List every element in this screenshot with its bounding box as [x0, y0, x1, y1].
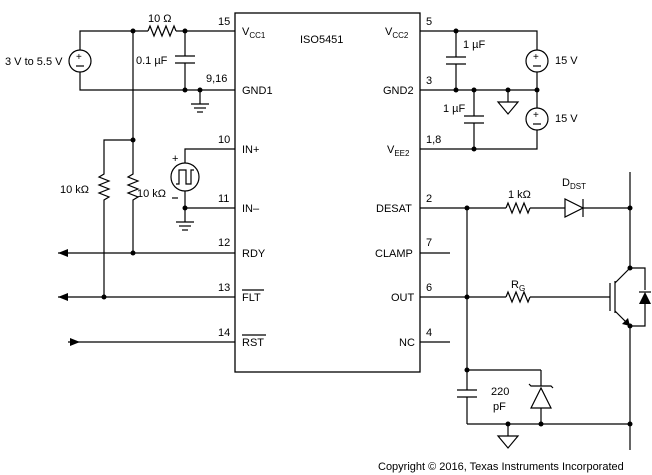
pulse-source-icon [170, 162, 200, 192]
junction [130, 250, 136, 256]
pin-label-gnd1: GND1 [242, 85, 273, 97]
pin-label-inn: IN– [242, 203, 260, 215]
pin-num-gnd1: 9,16 [206, 73, 227, 85]
zener-diode-icon [530, 386, 552, 409]
c-vcc1-label: 0.1 µF [136, 55, 168, 67]
dc-source-plus: + [76, 52, 82, 63]
junction [182, 28, 188, 34]
junction [182, 87, 188, 93]
dc-source-vcc2-plus: + [533, 52, 539, 63]
junction [453, 87, 459, 93]
c-desat-label-2: pF [493, 401, 506, 413]
pin-num-rdy: 12 [218, 237, 230, 249]
supply-left-label: 3 V to 5.5 V [5, 56, 63, 68]
rdy-arrow-icon [58, 249, 68, 257]
pin-num-vcc2: 5 [426, 16, 432, 28]
pin-num-vee2: 1,8 [426, 134, 441, 146]
pin-num-desat: 2 [426, 193, 432, 205]
junction [627, 265, 633, 271]
copyright-text: Copyright © 2016, Texas Instruments Inco… [378, 461, 624, 473]
r-pullup-2-label: 10 kΩ [137, 188, 166, 200]
ic-body [234, 12, 421, 373]
pin-label-vcc2: VCC2 [385, 26, 409, 40]
vcc2-rail [450, 30, 538, 50]
junction [627, 421, 633, 427]
pin-num-nc: 4 [426, 327, 432, 339]
pin-num-clamp: 7 [426, 237, 432, 249]
d-desat-label: DDST [562, 177, 586, 191]
pin-label-vcc1: VCC1 [242, 26, 266, 40]
resistor-10ohm-icon [147, 24, 177, 38]
resistor-10k-flt-icon [97, 170, 111, 204]
diode-dst-icon [564, 198, 585, 218]
pin-num-vcc1: 15 [218, 16, 230, 28]
r-pullup-1-label: 10 kΩ [60, 184, 89, 196]
pin-label-desat: DESAT [376, 203, 412, 215]
vcc1-rail [79, 30, 148, 50]
pin-label-vee2: VEE2 [387, 144, 410, 158]
igbt-icon [609, 267, 651, 327]
junction [534, 87, 540, 93]
pullup-branch [103, 139, 133, 170]
pin-num-inp: 10 [218, 134, 230, 146]
supply-vcc2-label: 15 V [555, 55, 578, 67]
supply-vee2-label: 15 V [555, 113, 578, 125]
junction [101, 294, 107, 300]
resistor-1k-icon [505, 201, 531, 215]
c-vee2-label: 1 µF [443, 103, 466, 115]
pin-label-flt: FLT [242, 292, 261, 304]
ground-icon [496, 435, 520, 449]
r-series-label: 10 Ω [148, 13, 172, 25]
zener-bar [528, 383, 554, 389]
c-vcc2-label: 1 µF [463, 39, 486, 51]
junction [538, 421, 544, 427]
pin-label-gnd2: GND2 [383, 85, 414, 97]
c-desat-label-1: 220 [491, 386, 509, 398]
pin-num-gnd2: 3 [426, 75, 432, 87]
pin-num-rst: 14 [218, 327, 230, 339]
left-pin-stubs [205, 30, 235, 343]
pulse-plus: + [172, 153, 178, 165]
r-desat-label: 1 kΩ [508, 189, 531, 201]
pin-label-rst: RST [242, 337, 264, 349]
resistor-rg-icon [505, 290, 531, 304]
rst-arrow-icon [70, 338, 80, 346]
pulse-waveform-icon [176, 169, 194, 185]
r-gate-label: RG [511, 279, 525, 293]
pin-num-inn: 11 [218, 193, 229, 205]
pin-num-flt: 13 [218, 282, 230, 294]
gnd1-rail [79, 72, 205, 91]
junction [471, 146, 477, 152]
pin-num-out: 6 [426, 282, 432, 294]
flt-arrow-icon [58, 293, 68, 301]
ground-icon [191, 103, 209, 113]
in-plus-wire [184, 148, 205, 163]
dc-source-left-icon [68, 49, 92, 73]
pin-label-rdy: RDY [242, 248, 266, 260]
pin-label-inp: IN+ [242, 144, 259, 156]
in-minus-wire [184, 191, 205, 209]
dc-source-vee2-plus: + [533, 110, 539, 121]
vee2-rail [450, 130, 538, 150]
pin-label-clamp: CLAMP [375, 248, 413, 260]
pin-label-out: OUT [391, 292, 415, 304]
ic-name: ISO5451 [300, 34, 343, 46]
resistor-10k-rdy-icon [126, 170, 140, 204]
pin-label-nc: NC [399, 337, 415, 349]
ground-icon [496, 101, 520, 115]
ground-icon [176, 221, 194, 231]
right-pin-stubs [420, 30, 450, 343]
